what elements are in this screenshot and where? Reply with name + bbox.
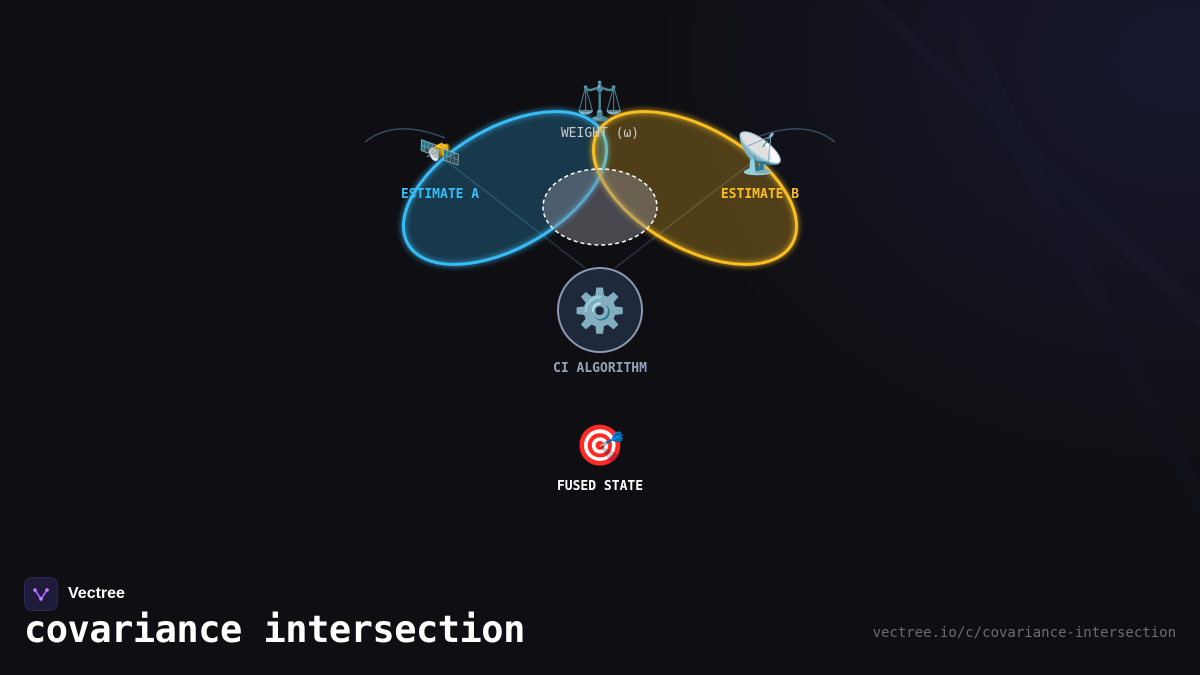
estimate-a-label: ESTIMATE A [400,187,480,202]
target-icon: 🎯 [575,423,625,469]
fused-state-label: FUSED STATE [556,479,644,494]
left-arc [364,128,446,143]
satellite-icon: 🛰️ [418,133,462,173]
page-url: vectree.io/c/covariance-intersection [872,625,1176,641]
satellite-dish-icon: 📡 [735,131,785,177]
balance-scale-icon: ⚖️ [576,79,624,123]
covariance-ellipse-b [591,110,799,266]
gear-icon: ⚙️ [573,286,627,335]
ci-algorithm-node [557,267,643,353]
weight-label: WEIGHT (ω) [560,126,640,141]
intersection-ellipse [542,168,658,246]
right-arc [754,128,836,143]
ci-algorithm-label: CI ALGORITHM [553,361,647,376]
page-title: covariance intersection [24,608,525,651]
vectree-logo-icon [24,577,58,611]
estimate-b-label: ESTIMATE B [720,187,800,202]
brand-name: Vectree [68,585,125,602]
brand: Vectree [24,577,125,611]
